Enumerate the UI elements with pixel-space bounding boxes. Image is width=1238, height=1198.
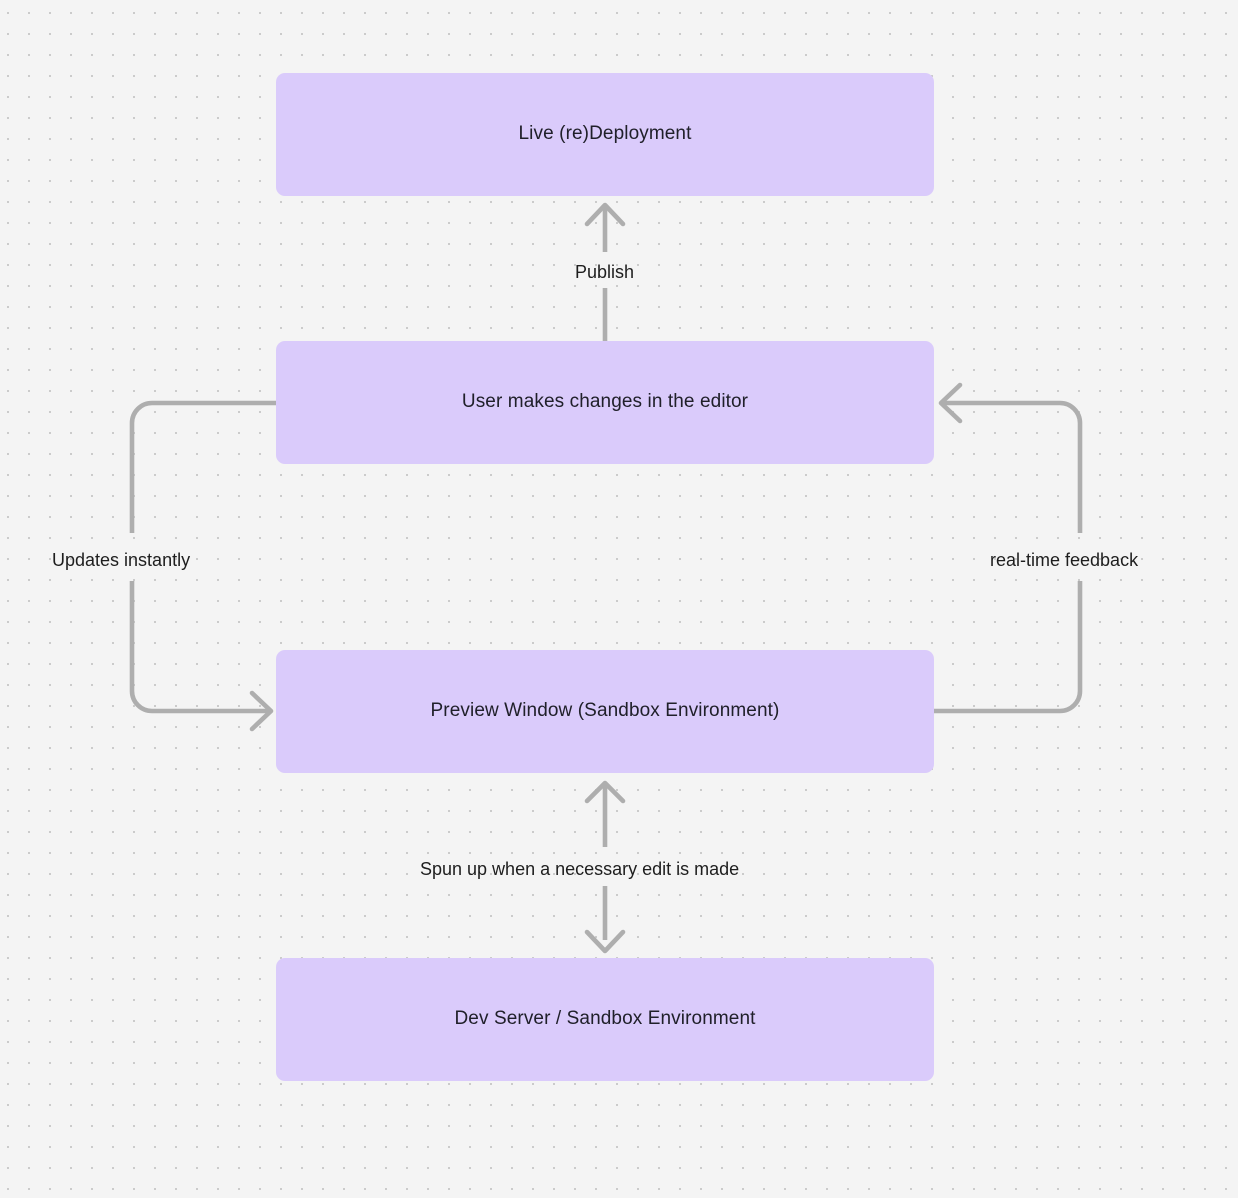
node-user-makes-changes-label: User makes changes in the editor: [461, 391, 749, 413]
node-user-makes-changes[interactable]: User makes changes in the editor: [276, 341, 934, 464]
edge-spun-arrowhead-down: [584, 929, 626, 954]
node-preview-window-label: Preview Window (Sandbox Environment): [430, 700, 780, 722]
edge-updates-line-upper: [129, 400, 276, 533]
edge-label-publish: Publish: [575, 262, 635, 282]
edge-updates-line-lower: [129, 581, 270, 714]
node-dev-server-label: Dev Server / Sandbox Environment: [454, 1008, 756, 1030]
edge-realtime-line-lower: [934, 581, 1083, 714]
edge-spun-arrowhead-up: [584, 780, 626, 804]
edge-realtime-arrowhead: [938, 382, 963, 424]
edge-realtime-line-upper: [942, 400, 1083, 533]
edge-publish-arrowhead: [584, 202, 626, 227]
edge-label-spun-up: Spun up when a necessary edit is made: [420, 859, 740, 879]
edge-label-updates-instantly: Updates instantly: [52, 550, 191, 570]
edge-updates-arrowhead: [249, 690, 274, 732]
node-dev-server[interactable]: Dev Server / Sandbox Environment: [276, 958, 934, 1081]
node-live-redeployment[interactable]: Live (re)Deployment: [276, 73, 934, 196]
edge-label-realtime-feedback: real-time feedback: [990, 550, 1139, 570]
node-live-redeployment-label: Live (re)Deployment: [518, 123, 692, 145]
node-preview-window[interactable]: Preview Window (Sandbox Environment): [276, 650, 934, 773]
